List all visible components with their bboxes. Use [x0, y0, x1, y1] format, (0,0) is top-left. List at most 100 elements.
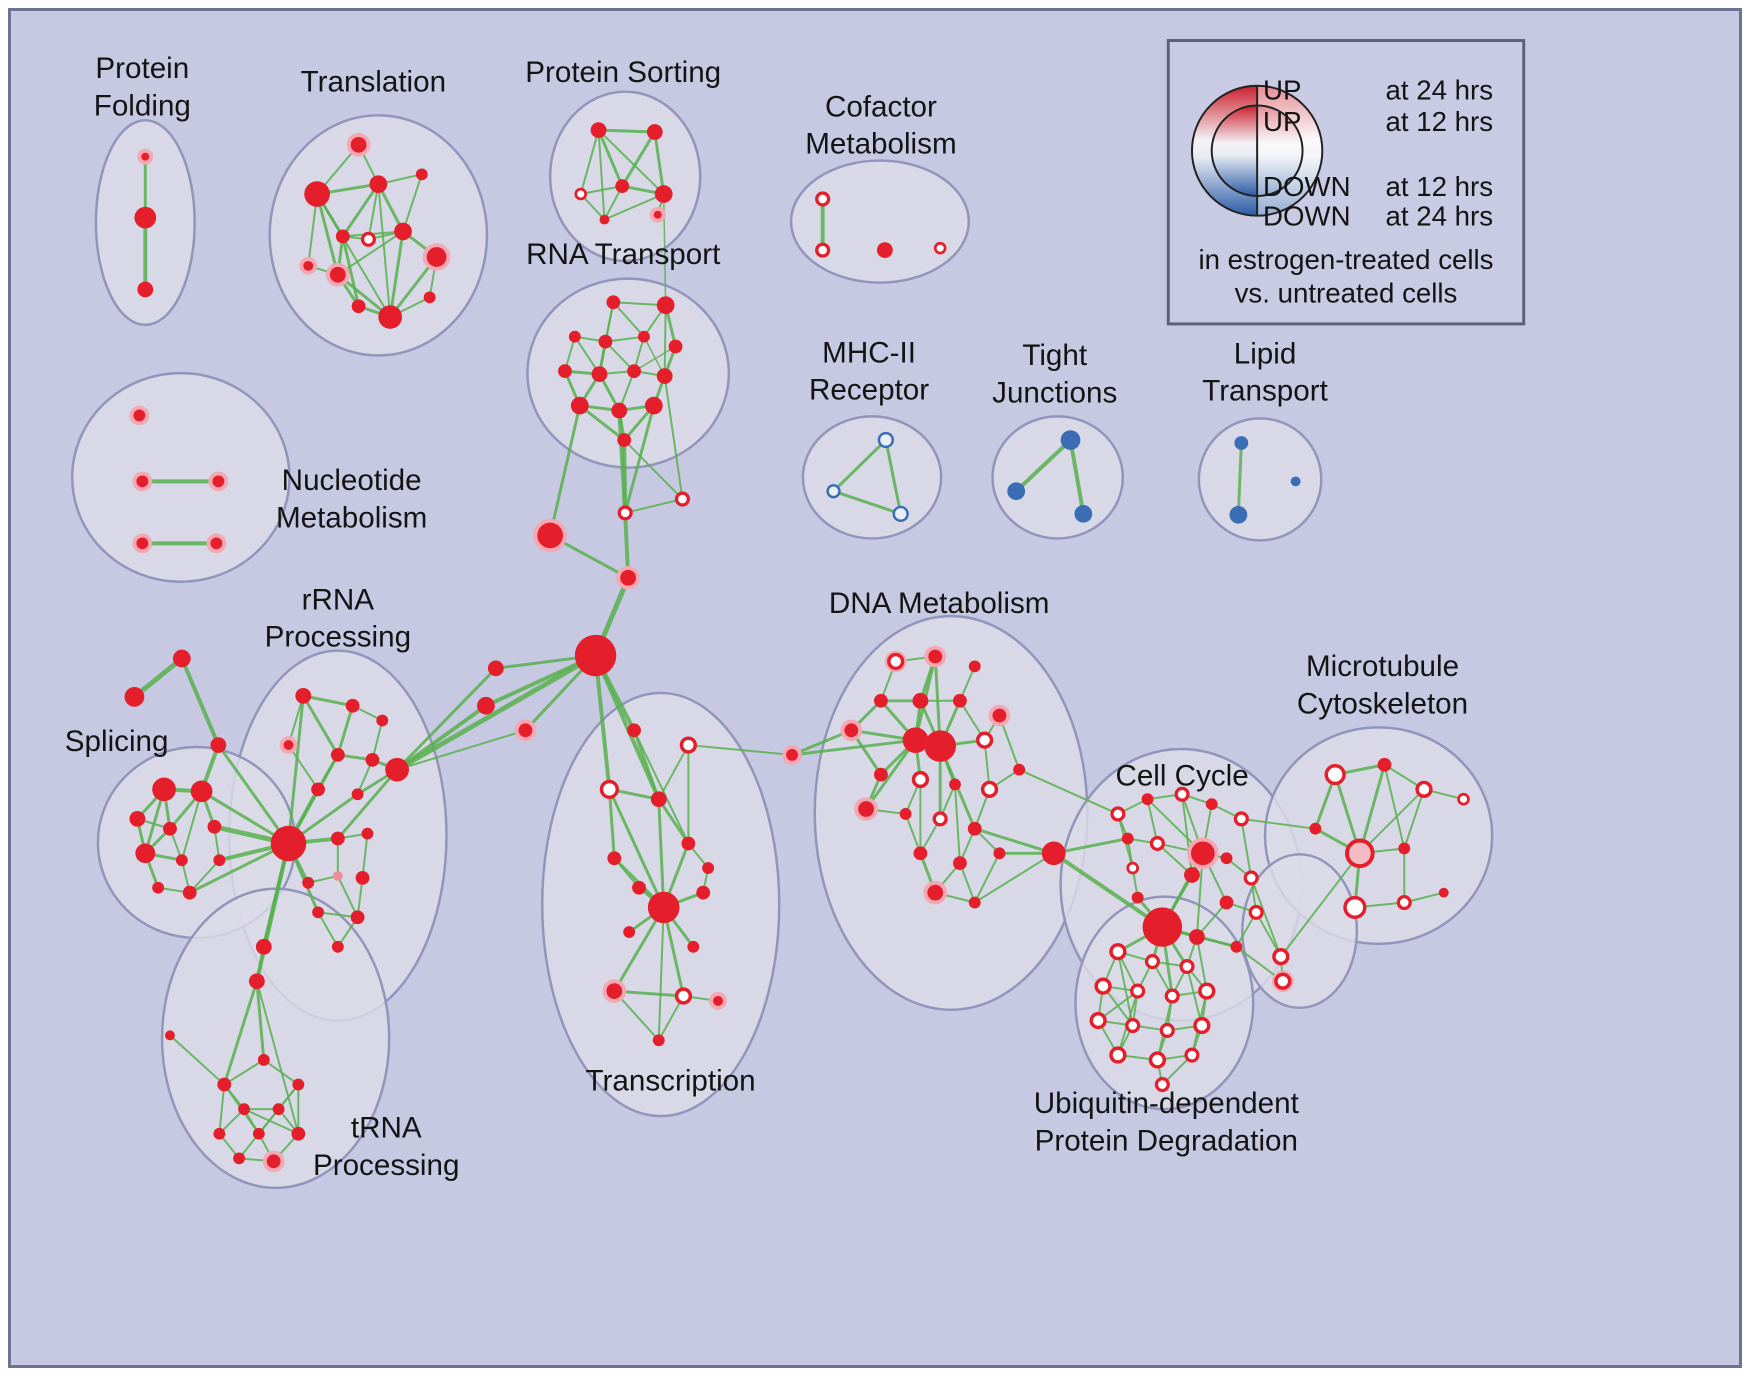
cluster-ellipse-nucleotide-metabolism [70, 371, 291, 583]
network-edge [168, 1034, 226, 1086]
network-node [1154, 1077, 1170, 1093]
network-node [928, 649, 943, 664]
network-edge [262, 1058, 300, 1086]
network-edge [367, 183, 380, 241]
cluster-label-protein-folding: Folding [94, 89, 191, 122]
network-edge [620, 130, 657, 188]
network-edge [218, 1083, 226, 1135]
network-node [1220, 852, 1233, 865]
network-edge [958, 862, 976, 904]
network-edge [222, 979, 259, 1087]
network-node [1415, 780, 1433, 798]
network-node [606, 983, 623, 999]
network-node [1343, 895, 1367, 919]
cluster-label-dna-metabolism: DNA Metabolism [829, 587, 1050, 620]
network-node [953, 693, 967, 708]
network-node [248, 973, 265, 990]
network-node [163, 821, 177, 836]
network-node [1174, 786, 1190, 802]
network-node [968, 660, 981, 673]
network-node [1184, 1047, 1200, 1063]
network-node [394, 222, 412, 241]
network-edge [216, 743, 290, 845]
network-node [574, 634, 617, 677]
network-node [786, 749, 798, 761]
network-node [702, 862, 715, 874]
network-edge [388, 229, 405, 319]
network-node [679, 736, 698, 754]
network-node [423, 291, 436, 304]
network-edge [287, 744, 320, 791]
network-node [638, 330, 650, 343]
network-node [292, 1078, 305, 1091]
network-node [980, 780, 999, 798]
network-edge [607, 787, 616, 860]
network-node [632, 880, 646, 895]
network-edge [376, 182, 405, 233]
network-edge [597, 129, 665, 196]
network-node [385, 757, 409, 782]
network-node [674, 987, 693, 1005]
legend-down24-time: at 24 hrs [1386, 201, 1494, 232]
network-node [911, 770, 930, 789]
network-edge [336, 874, 359, 919]
network-edge [832, 438, 888, 493]
network-node [1179, 958, 1195, 975]
legend-up24-label: UP [1263, 75, 1301, 106]
legend-up12-time: at 12 hrs [1386, 106, 1494, 137]
network-node [1184, 867, 1200, 883]
network-edge [603, 193, 665, 221]
cluster-label-splicing: Splicing [65, 725, 169, 758]
network-node [1398, 842, 1411, 855]
network-edge [255, 979, 266, 1062]
network-node [361, 827, 374, 840]
network-edge [1051, 851, 1165, 930]
network-edge [790, 738, 917, 757]
network-edge [864, 738, 917, 811]
network-node [1121, 832, 1134, 845]
network-node [913, 846, 928, 861]
network-node [182, 885, 197, 900]
network-node [1144, 954, 1161, 970]
cluster-label-lipid-transport: Lipid [1234, 337, 1297, 370]
network-edge [548, 404, 582, 537]
network-node [152, 777, 176, 802]
network-node [968, 896, 981, 909]
cluster-label-protein-sorting: Protein Sorting [525, 56, 721, 89]
network-node [650, 791, 667, 808]
network-node [1110, 806, 1126, 822]
network-node [165, 1030, 175, 1041]
network-node [876, 242, 893, 258]
network-node [345, 698, 360, 713]
cluster-ellipse-cofactor-metabolism [789, 159, 971, 284]
network-node [815, 242, 831, 258]
network-node [1109, 1046, 1127, 1064]
network-edge [657, 744, 690, 801]
network-node [355, 871, 370, 885]
network-edge [377, 183, 392, 319]
network-node [924, 730, 956, 762]
network-edge [315, 192, 340, 277]
network-node [1189, 929, 1205, 945]
network-node [599, 779, 620, 799]
legend-up12-label: UP [1263, 106, 1301, 137]
cluster-label-nucleotide-metabolism: Metabolism [276, 502, 427, 535]
network-edge [396, 729, 527, 771]
cluster-label-translation: Translation [301, 66, 446, 99]
network-edge [341, 234, 361, 308]
network-node [213, 854, 226, 867]
network-edge [578, 404, 626, 442]
network-node [1233, 811, 1249, 827]
legend-up24-time: at 24 hrs [1386, 75, 1494, 106]
network-node [210, 537, 223, 550]
network-node [1159, 1022, 1175, 1038]
network-node [1274, 972, 1292, 990]
network-edge [361, 832, 369, 879]
network-edge [188, 841, 290, 895]
network-edge [180, 790, 203, 862]
network-node [477, 696, 495, 715]
network-node [350, 910, 365, 925]
network-edge [607, 787, 666, 909]
network-node [1060, 430, 1081, 450]
network-edge [593, 653, 661, 802]
